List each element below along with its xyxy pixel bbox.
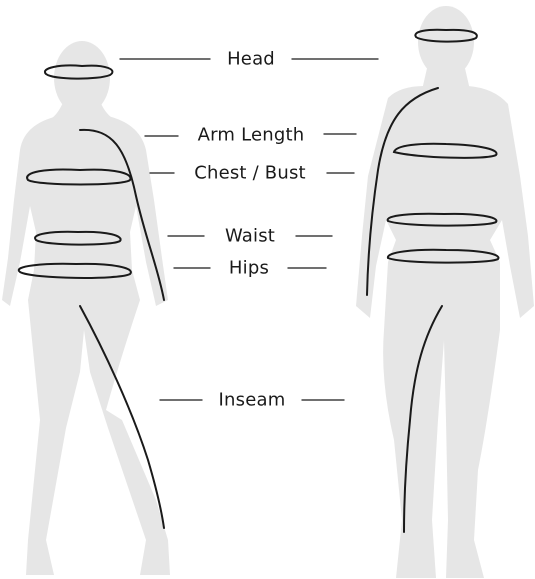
male-silhouette — [356, 6, 534, 578]
inseam-label: Inseam — [219, 390, 286, 411]
head-label: Head — [227, 49, 275, 70]
arm-length-label: Arm Length — [198, 125, 305, 146]
waist-label: Waist — [225, 226, 275, 247]
hips-label: Hips — [229, 258, 269, 279]
chest-bust-label: Chest / Bust — [194, 163, 306, 184]
female-silhouette — [2, 41, 170, 575]
